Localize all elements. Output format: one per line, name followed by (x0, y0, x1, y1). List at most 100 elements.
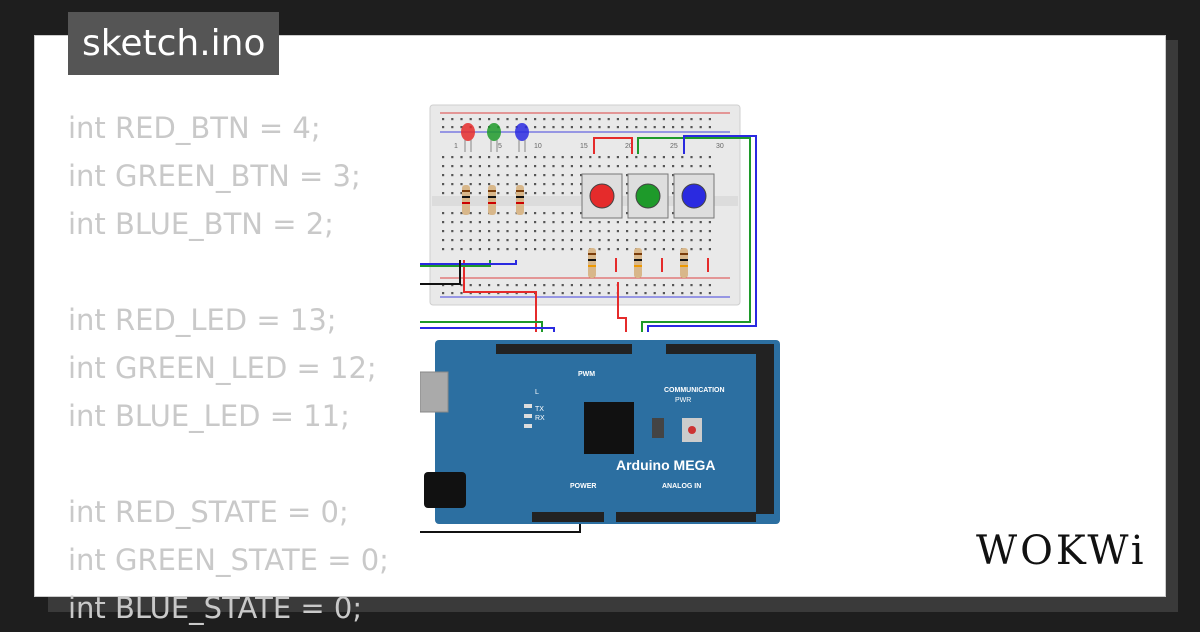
breadboard-hole (534, 284, 537, 287)
breadboard-hole (561, 118, 564, 121)
breadboard-hole (681, 284, 684, 287)
breadboard-hole (616, 221, 619, 224)
led-red[interactable] (461, 123, 475, 152)
breadboard-hole (497, 248, 500, 251)
breadboard-hole (451, 156, 454, 159)
breadboard-hole (515, 248, 518, 251)
breadboard-hole (469, 230, 472, 233)
breadboard-hole (626, 239, 629, 242)
breadboard-hole (580, 221, 583, 224)
breadboard-hole (607, 284, 610, 287)
breadboard-hole (543, 248, 546, 251)
breadboard-hole (488, 183, 491, 186)
breadboard-hole (708, 248, 711, 251)
breadboard-hole (626, 174, 629, 177)
breadboard-hole (626, 192, 629, 195)
breadboard-hole (589, 118, 592, 121)
breadboard-hole (616, 248, 619, 251)
breadboard-hole (570, 126, 573, 129)
pushbutton-red[interactable] (581, 173, 623, 219)
power-label: POWER (570, 483, 596, 490)
breadboard-hole (469, 183, 472, 186)
breadboard-hole (653, 248, 656, 251)
breadboard-hole (552, 248, 555, 251)
pushbutton-green[interactable] (627, 173, 669, 219)
breadboard-hole (607, 118, 610, 121)
breadboard-hole (552, 221, 555, 224)
breadboard-hole (543, 165, 546, 168)
breadboard-hole (672, 174, 675, 177)
breadboard-hole (626, 118, 629, 121)
breadboard-hole (570, 165, 573, 168)
pushbutton-blue[interactable] (673, 173, 715, 219)
breadboard-hole (442, 284, 445, 287)
led-green[interactable] (487, 123, 501, 152)
led-blue[interactable] (515, 123, 529, 152)
breadboard-hole (478, 239, 481, 242)
arduino-mega-board[interactable]: PWM COMMUNICATION PWR L TX RX Arduino ME… (420, 340, 780, 524)
breadboard-hole (552, 118, 555, 121)
breadboard-hole (451, 239, 454, 242)
breadboard-hole (635, 156, 638, 159)
breadboard-hole (515, 174, 518, 177)
breadboard-hole (598, 284, 601, 287)
wires (420, 135, 757, 533)
breadboard-hole (460, 126, 463, 129)
breadboard-hole (607, 230, 610, 233)
breadboard-hole (543, 183, 546, 186)
breadboard-hole (653, 221, 656, 224)
breadboard-hole (690, 248, 693, 251)
breadboard-hole (699, 239, 702, 242)
breadboard-hole (580, 284, 583, 287)
breadboard-hole (607, 221, 610, 224)
breadboard-hole (699, 126, 702, 129)
breadboard-hole (552, 165, 555, 168)
breadboard-hole (708, 118, 711, 121)
breadboard-hole (524, 165, 527, 168)
file-name-tag[interactable]: sketch.ino (68, 12, 280, 75)
breadboard-hole (515, 221, 518, 224)
breadboard-hole (570, 230, 573, 233)
breadboard-hole (616, 156, 619, 159)
bb-col-label: 25 (670, 143, 678, 150)
breadboard-hole (662, 292, 665, 295)
breadboard-hole (690, 284, 693, 287)
breadboard-hole (478, 212, 481, 215)
breadboard-hole (506, 248, 509, 251)
breadboard-hole (626, 284, 629, 287)
breadboard-hole (543, 284, 546, 287)
breadboard-hole (690, 126, 693, 129)
breadboard-hole (506, 212, 509, 215)
breadboard-hole (708, 156, 711, 159)
breadboard-hole (506, 230, 509, 233)
breadboard-hole (469, 212, 472, 215)
resistor (516, 185, 524, 215)
led-l-label: L (535, 389, 539, 396)
breadboard-hole (543, 126, 546, 129)
breadboard-hole (580, 165, 583, 168)
breadboard-hole (460, 292, 463, 295)
breadboard-hole (672, 284, 675, 287)
breadboard-hole (442, 192, 445, 195)
breadboard-hole (543, 118, 546, 121)
breadboard-hole (561, 230, 564, 233)
breadboard-hole (580, 156, 583, 159)
breadboard-hole (589, 221, 592, 224)
breadboard-hole (506, 165, 509, 168)
breadboard-hole (653, 230, 656, 233)
wokwi-logo[interactable]: WOKWi (976, 528, 1147, 574)
breadboard-hole (616, 118, 619, 121)
code-line: int BLUE_STATE = 0; (68, 591, 363, 625)
breadboard-hole (635, 239, 638, 242)
breadboard-hole (635, 221, 638, 224)
breadboard-hole (506, 239, 509, 242)
breadboard-hole (708, 126, 711, 129)
breadboard-hole (442, 126, 445, 129)
breadboard-hole (534, 165, 537, 168)
breadboard-hole (644, 126, 647, 129)
bb-col-label: 5 (498, 143, 502, 150)
breadboard-hole (662, 248, 665, 251)
breadboard-hole (534, 183, 537, 186)
breadboard-hole (524, 230, 527, 233)
breadboard-hole (552, 212, 555, 215)
